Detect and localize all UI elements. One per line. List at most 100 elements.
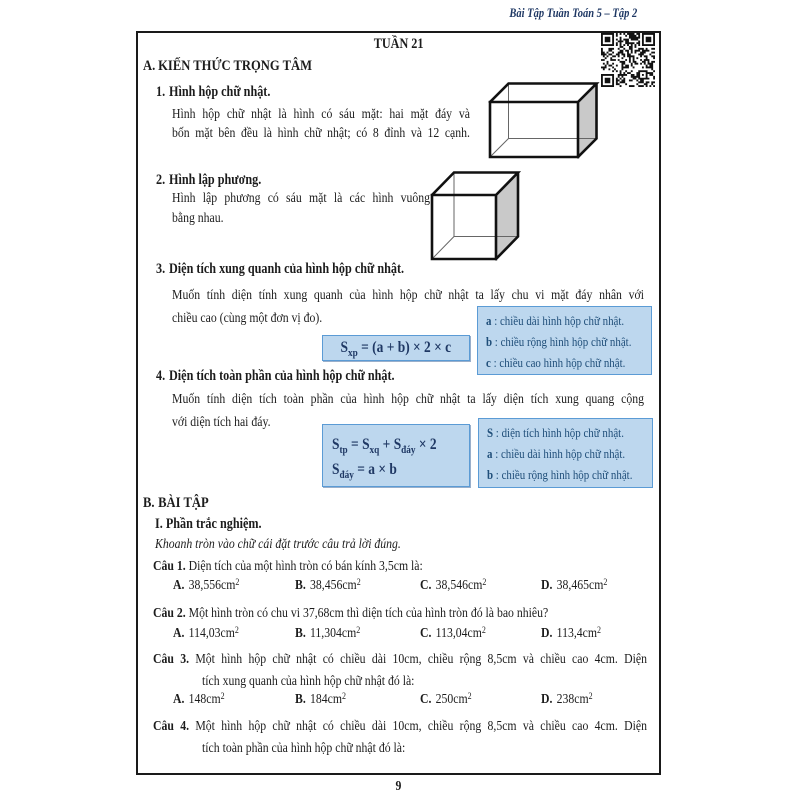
question-1: Câu 1. Diện tích của một hình tròn có bá…: [153, 556, 647, 578]
item-2-number: 2.: [156, 172, 166, 188]
legend-key: a: [486, 313, 492, 328]
legend-line: S : diện tích hình hộp chữ nhật.: [487, 425, 624, 440]
option-letter: B.: [295, 692, 306, 707]
page-number: 9: [137, 779, 660, 795]
formula-stp: Stp = Sxq + Sđáy × 2: [332, 436, 437, 456]
section-b-title: BÀI TẬP: [158, 495, 209, 511]
paragraph-line: Hình lập phương có sáu mặt là các hình v…: [172, 191, 430, 206]
question-line: Câu 2. Một hình tròn có chu vi 37,68cm t…: [153, 606, 549, 621]
option-letter: C.: [420, 578, 432, 593]
option-letter: A.: [173, 692, 185, 707]
legend-line: b : chiều rộng hình hộp chữ nhật.: [486, 334, 632, 349]
answer-option: C.38,546cm2: [420, 578, 487, 593]
item-3-heading: Diện tích xung quanh của hình hộp chữ nh…: [169, 261, 405, 277]
question-line: Câu 4. Một hình hộp chữ nhật có chiều dà…: [153, 719, 647, 734]
paragraph-line: chiều cao (cùng một đơn vị đo).: [172, 311, 323, 326]
item-1-paragraph: Hình hộp chữ nhật là hình có sáu mặt: ha…: [172, 105, 470, 143]
question-2-options: A.114,03cm2 B.11,304cm2 C.113,04cm2 D.113,4…: [0, 626, 800, 646]
legend-key: c: [486, 355, 491, 370]
part-1-title: Phần trắc nghiệm.: [165, 516, 262, 532]
paragraph-line: Muốn tính diện tích toàn phần của hình h…: [172, 392, 644, 407]
paragraph-line: bốn mặt bên đều là hình chữ nhật; có 8 đ…: [172, 126, 470, 141]
item-4-number: 4.: [156, 368, 166, 384]
running-header: Bài Tập Tuần Toán 5 – Tập 2: [0, 6, 637, 21]
item-2-paragraph: Hình lập phương có sáu mặt là các hình v…: [172, 189, 430, 229]
cube-visible-edges: [430, 171, 522, 261]
legend-key: b: [486, 334, 493, 349]
item-1-heading: Hình hộp chữ nhật.: [169, 84, 271, 100]
question-line: Câu 3. Một hình hộp chữ nhật có chiều dà…: [153, 652, 647, 667]
formula-sday: Sđáy = a × b: [332, 461, 397, 481]
item-3-paragraph: Muốn tính diện tính xung quanh của hình …: [172, 284, 644, 330]
week-title-text: TUẦN 21: [373, 36, 424, 52]
part-1-label: I.: [155, 516, 163, 532]
option-letter: B.: [295, 626, 306, 641]
option-letter: C.: [420, 692, 432, 707]
box-hidden-edges: [489, 83, 597, 158]
paragraph-line: với diện tích hai đáy.: [172, 415, 271, 430]
item-4-heading: Diện tích toàn phần của hình hộp chữ nhậ…: [169, 368, 395, 384]
answer-option: C.113,04cm2: [420, 626, 486, 641]
question-line: tích toàn phần của hình hộp chữ nhật đó …: [201, 741, 406, 756]
formula-box-stp: Stp = Sxq + Sđáy × 2 Sđáy = a × b: [322, 424, 470, 487]
legend-line: b : chiều rộng hình hộp chữ nhật.: [487, 467, 633, 482]
question-label: Câu 2.: [153, 606, 186, 621]
legend-box-2: S : diện tích hình hộp chữ nhật. a : chiề…: [478, 418, 653, 488]
instruction-text: Khoanh tròn vào chữ cái đặt trước câu tr…: [155, 537, 401, 552]
cube-figure: [430, 171, 522, 261]
legend-key: a: [487, 446, 493, 461]
answer-option: B.38,456cm2: [295, 578, 361, 593]
qr-code: [601, 33, 655, 87]
item-3-number: 3.: [156, 261, 166, 277]
formula-box-sxq: Sxp = (a + b) × 2 × c: [322, 335, 470, 361]
answer-option: B.11,304cm2: [295, 626, 361, 641]
legend-key: S: [487, 425, 494, 440]
cube-hidden-edges: [431, 172, 518, 260]
legend-line: a : chiều dài hình hộp chữ nhật.: [486, 313, 625, 328]
running-header-title: Bài Tập Tuần Toán 5 – Tập 2: [509, 6, 637, 20]
paragraph-line: Hình hộp chữ nhật là hình có sáu mặt: ha…: [172, 107, 470, 122]
answer-option: D.113,4cm2: [541, 626, 602, 641]
answer-option: A.148cm2: [173, 692, 225, 707]
question-label: Câu 3.: [153, 652, 190, 667]
option-letter: D.: [541, 578, 553, 593]
option-letter: B.: [295, 578, 306, 593]
answer-option: D.238cm2: [541, 692, 593, 707]
box-visible-edges: [488, 82, 600, 159]
section-b-heading: B.BÀI TẬP: [143, 495, 221, 512]
question-4: Câu 4. Một hình hộp chữ nhật có chiều dà…: [153, 716, 647, 760]
answer-option: B.184cm2: [295, 692, 346, 707]
item-1-number: 1.: [156, 84, 166, 100]
option-letter: C.: [420, 626, 432, 641]
question-2: Câu 2. Một hình tròn có chu vi 37,68cm t…: [153, 603, 647, 625]
answer-option: A.38,556cm2: [173, 578, 240, 593]
part-1-heading: I. Phần trắc nghiệm.: [155, 516, 282, 533]
section-a-title: KIẾN THỨC TRỌNG TÂM: [158, 58, 313, 74]
section-a-heading: A.KIẾN THỨC TRỌNG TÂM: [143, 58, 344, 75]
question-3: Câu 3. Một hình hộp chữ nhật có chiều dà…: [153, 649, 647, 693]
formula-sxq: Sxp = (a + b) × 2 × c: [340, 339, 452, 359]
option-letter: D.: [541, 692, 553, 707]
section-a-label: A.: [143, 58, 156, 74]
option-letter: A.: [173, 578, 185, 593]
answer-option: D.38,465cm2: [541, 578, 608, 593]
option-letter: A.: [173, 626, 185, 641]
paragraph-line: bằng nhau.: [172, 211, 224, 226]
option-letter: D.: [541, 626, 553, 641]
answer-option: A.114,03cm2: [173, 626, 239, 641]
legend-line: c : chiều cao hình hộp chữ nhật.: [486, 355, 626, 370]
page-number-text: 9: [395, 779, 402, 794]
question-line: tích xung quanh của hình hộp chữ nhật đó…: [201, 674, 415, 689]
question-label: Câu 1.: [153, 559, 186, 574]
item-4-paragraph: Muốn tính diện tích toàn phần của hình h…: [172, 388, 644, 434]
legend-box-1: a : chiều dài hình hộp chữ nhật. b : chiề…: [477, 306, 652, 375]
section-b-label: B.: [143, 495, 155, 511]
week-title: TUẦN 21: [137, 36, 660, 53]
legend-key: b: [487, 467, 494, 482]
legend-line: a : chiều dài hình hộp chữ nhật.: [487, 446, 626, 461]
question-1-options: A.38,556cm2 B.38,456cm2 C.38,546cm2 D.38,46…: [0, 578, 800, 598]
cube-right-face: [496, 172, 518, 259]
item-2-heading: Hình lập phương.: [169, 172, 262, 188]
